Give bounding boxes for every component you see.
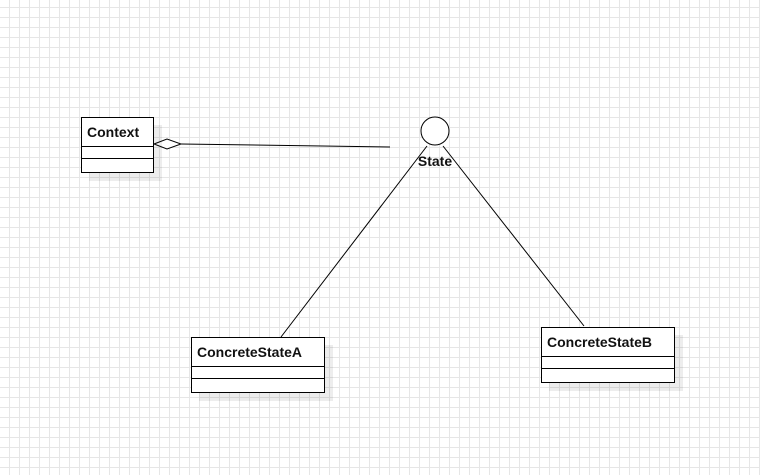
state-interface-label: State bbox=[417, 153, 453, 169]
operations-compartment bbox=[192, 379, 324, 389]
association-line-concrete-b[interactable] bbox=[442, 145, 585, 327]
class-name-concrete-state-a: ConcreteStateA bbox=[192, 338, 324, 367]
aggregation-diamond-icon bbox=[152, 138, 183, 150]
class-concrete-state-b[interactable]: ConcreteStateB bbox=[541, 327, 675, 383]
class-name-concrete-state-b: ConcreteStateB bbox=[542, 328, 674, 357]
state-interface-circle-icon[interactable] bbox=[420, 116, 450, 146]
class-concrete-state-a[interactable]: ConcreteStateA bbox=[191, 337, 325, 393]
operations-compartment bbox=[542, 369, 674, 379]
attributes-compartment bbox=[82, 147, 153, 159]
class-context[interactable]: Context bbox=[81, 117, 154, 173]
class-name-context: Context bbox=[82, 118, 153, 147]
attributes-compartment bbox=[542, 357, 674, 369]
operations-compartment bbox=[82, 159, 153, 169]
attributes-compartment bbox=[192, 367, 324, 379]
aggregation-line[interactable] bbox=[180, 143, 391, 148]
association-line-concrete-a[interactable] bbox=[280, 145, 428, 338]
